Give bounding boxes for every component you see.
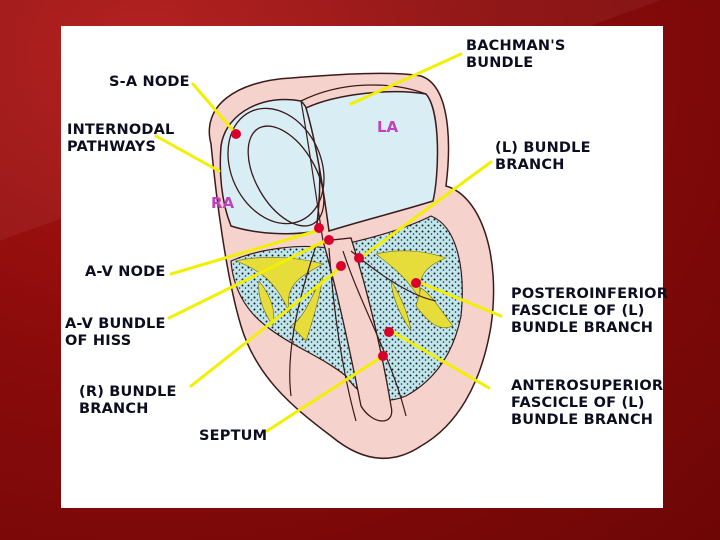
heart-conduction-diagram xyxy=(154,52,503,459)
pointer-lines xyxy=(154,52,503,433)
label-sa-node: S-A NODE xyxy=(109,74,190,90)
diagram-panel: LA RA BACHMAN'S BUNDLE S-A NODE INTERNOD… xyxy=(61,26,668,508)
label-r-bundle-branch: (R) BUNDLE BRANCH xyxy=(79,384,177,417)
label-posteroinferior-fascicle: POSTEROINFERIOR FASCICLE OF (L) BUNDLE B… xyxy=(511,286,669,336)
chamber-label-la: LA xyxy=(377,118,399,136)
purkinje-fibres xyxy=(235,250,454,342)
label-internodal-pathways: INTERNODAL PATHWAYS xyxy=(67,122,175,155)
posteroinferior-dot xyxy=(411,278,421,288)
internodal-pathway-2 xyxy=(247,125,325,227)
label-av-bundle-his: A-V BUNDLE OF HISS xyxy=(65,316,166,349)
internodal-pathway-1 xyxy=(227,107,325,225)
bundle-branch-lines xyxy=(289,100,437,422)
anterosuperior-dot xyxy=(384,327,394,337)
av-node-dot xyxy=(314,223,324,233)
conduction-nodes xyxy=(231,129,421,361)
bachmans-bundle-path xyxy=(300,84,427,102)
l-bundle-dot xyxy=(354,253,364,263)
label-septum: SEPTUM xyxy=(199,428,268,444)
r-bundle-dot xyxy=(336,261,346,271)
label-l-bundle-branch: (L) BUNDLE BRANCH xyxy=(495,140,591,173)
label-av-node: A-V NODE xyxy=(85,264,166,280)
label-bachmans-bundle: BACHMAN'S BUNDLE xyxy=(466,38,566,71)
chamber-label-ra: RA xyxy=(211,194,235,212)
label-anterosuperior-fascicle: ANTEROSUPERIOR FASCICLE OF (L) BUNDLE BR… xyxy=(511,378,664,428)
septum-dot xyxy=(378,351,388,361)
septum-band xyxy=(322,237,393,422)
sa-node-dot xyxy=(231,129,241,139)
his-bundle-dot xyxy=(324,235,334,245)
